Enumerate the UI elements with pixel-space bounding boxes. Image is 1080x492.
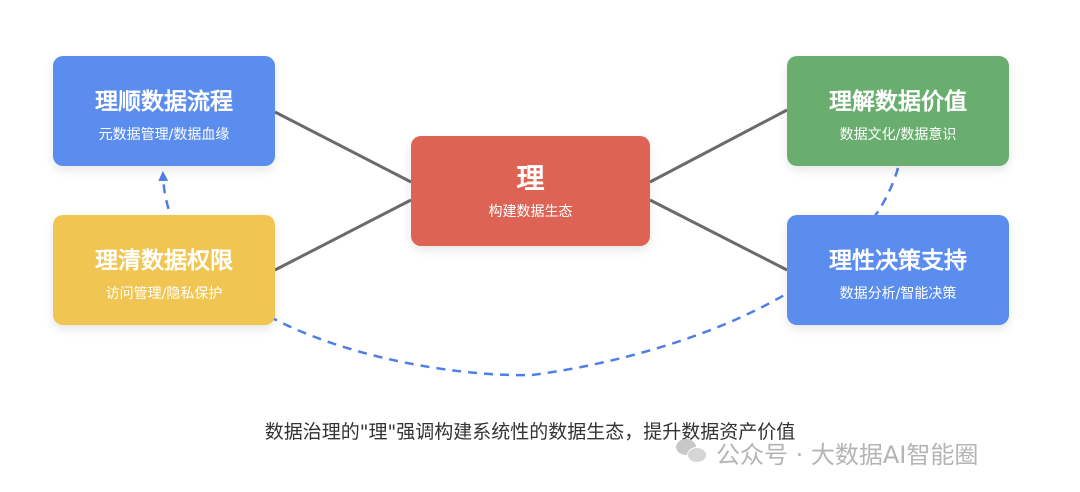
node-rational-decision-support: 理性决策支持 数据分析/智能决策 [787, 215, 1009, 325]
wechat-icon [676, 439, 708, 465]
node-subtitle: 元数据管理/数据血缘 [98, 127, 230, 143]
diagram-caption: 数据治理的"理"强调构建系统性的数据生态，提升数据资产价值 [264, 421, 796, 443]
connector-bottom-left [274, 198, 412, 272]
center-node: 理 构建数据生态 [411, 136, 650, 246]
node-subtitle: 访问管理/隐私保护 [105, 286, 223, 302]
connector-top-left [274, 110, 412, 184]
connector-bottom-right [649, 198, 788, 272]
center-title: 理 [516, 162, 545, 195]
connector-top-right [649, 108, 788, 184]
watermark: 公众号 · 大数据AI智能圈 [676, 438, 978, 469]
node-title: 理解数据价值 [829, 89, 967, 115]
node-subtitle: 数据分析/智能决策 [839, 286, 957, 302]
node-streamline-data-flow: 理顺数据流程 元数据管理/数据血缘 [53, 56, 275, 166]
node-understand-data-value: 理解数据价值 数据文化/数据意识 [787, 56, 1009, 166]
node-subtitle: 数据文化/数据意识 [839, 127, 957, 143]
node-title: 理性决策支持 [829, 248, 967, 274]
node-clarify-data-permissions: 理清数据权限 访问管理/隐私保护 [53, 215, 275, 325]
center-subtitle: 构建数据生态 [488, 204, 573, 220]
node-title: 理顺数据流程 [95, 89, 233, 115]
watermark-text: 公众号 · 大数据AI智能圈 [716, 440, 979, 469]
node-title: 理清数据权限 [95, 248, 233, 274]
